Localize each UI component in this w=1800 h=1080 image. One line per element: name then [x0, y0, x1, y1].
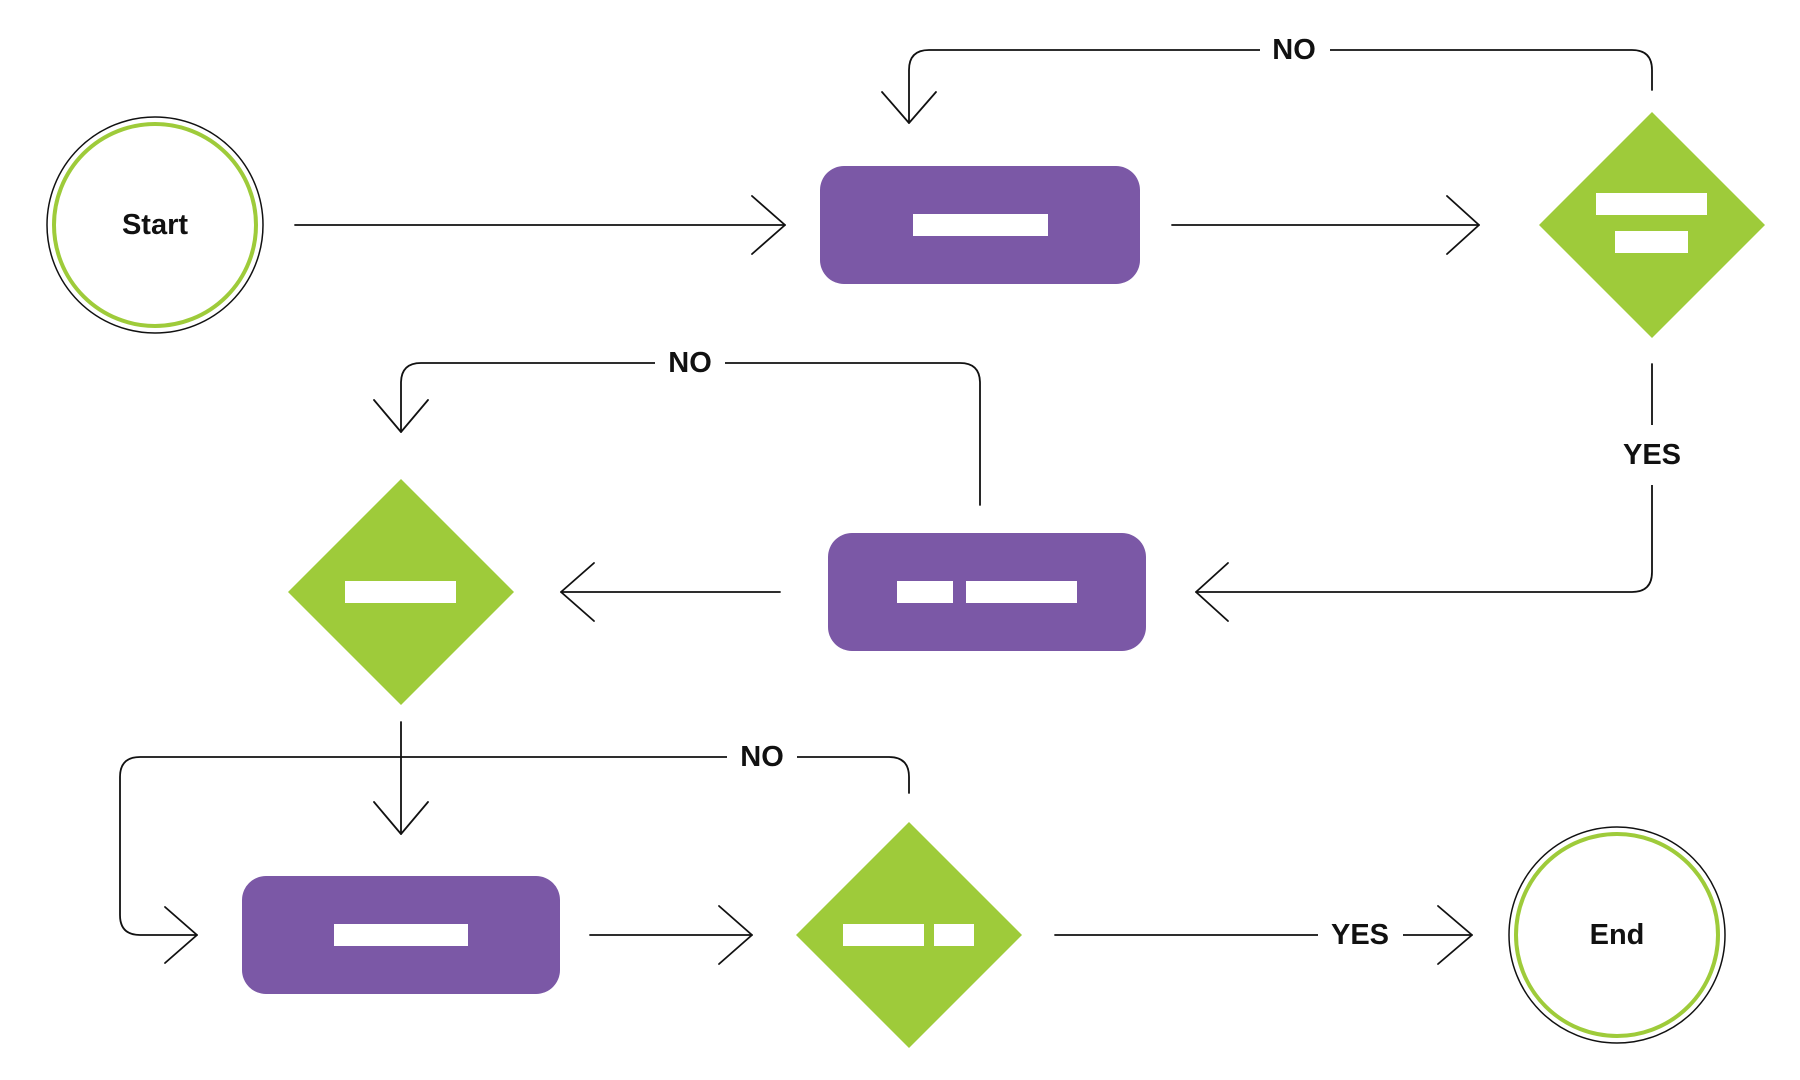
process-node-2 [828, 533, 1146, 651]
text-placeholder-bar [843, 924, 924, 946]
edge-middle-no-loop [400, 362, 981, 506]
text-placeholder-bar [334, 924, 468, 946]
text-placeholder-bar [1615, 231, 1688, 253]
end-label: End [1590, 919, 1645, 951]
arrowhead-process-2 [1195, 562, 1229, 622]
edge-label-top-no: NO [1272, 34, 1316, 66]
arrowhead-decision-2 [560, 562, 595, 622]
text-placeholder-bar [345, 581, 456, 603]
process-node-3 [242, 876, 560, 994]
edge-label-final-yes: YES [1331, 919, 1389, 951]
edge-labels: NO NO NO YES YES [655, 30, 1689, 956]
edge-bottom-no-loop [119, 756, 910, 936]
text-placeholder-bar [966, 581, 1077, 603]
edge-label-bg [655, 342, 725, 384]
edge-label-bottom-no: NO [740, 741, 784, 773]
edge-label-bg [727, 736, 797, 778]
start-node: Start [46, 116, 264, 334]
text-placeholder-bar [934, 924, 974, 946]
arrowhead-decision-1 [1446, 195, 1480, 255]
arrowhead-middle-no-loop [373, 399, 429, 433]
edge-label-bg [1615, 425, 1689, 485]
arrowhead-bottom-no-loop [164, 906, 198, 964]
text-placeholder-bar [913, 214, 1048, 236]
edge-label-bg [1260, 30, 1330, 72]
edge-label-middle-no: NO [668, 347, 712, 379]
text-placeholder-bar [897, 581, 953, 603]
decision-node-3 [796, 822, 1022, 1048]
process-node-1 [820, 166, 1140, 284]
decision-node-2 [288, 479, 514, 705]
decision-node-1 [1539, 112, 1765, 338]
arrowhead-end [1437, 905, 1473, 965]
arrowhead-no-loop-top [881, 91, 937, 124]
start-inner-ring [52, 122, 258, 328]
end-node: End [1508, 826, 1726, 1044]
edge-decision-1-yes [1195, 363, 1653, 593]
end-inner-ring [1514, 832, 1720, 1038]
edge-label-bg [1318, 914, 1403, 956]
text-placeholder-bar [1596, 193, 1707, 215]
edge-label-right-yes: YES [1623, 439, 1681, 471]
arrowhead-process-3 [373, 801, 429, 835]
decision-diamond [1539, 112, 1765, 338]
start-label: Start [122, 209, 188, 241]
arrowhead-decision-3 [718, 905, 753, 965]
arrowhead-process-1 [751, 195, 786, 255]
